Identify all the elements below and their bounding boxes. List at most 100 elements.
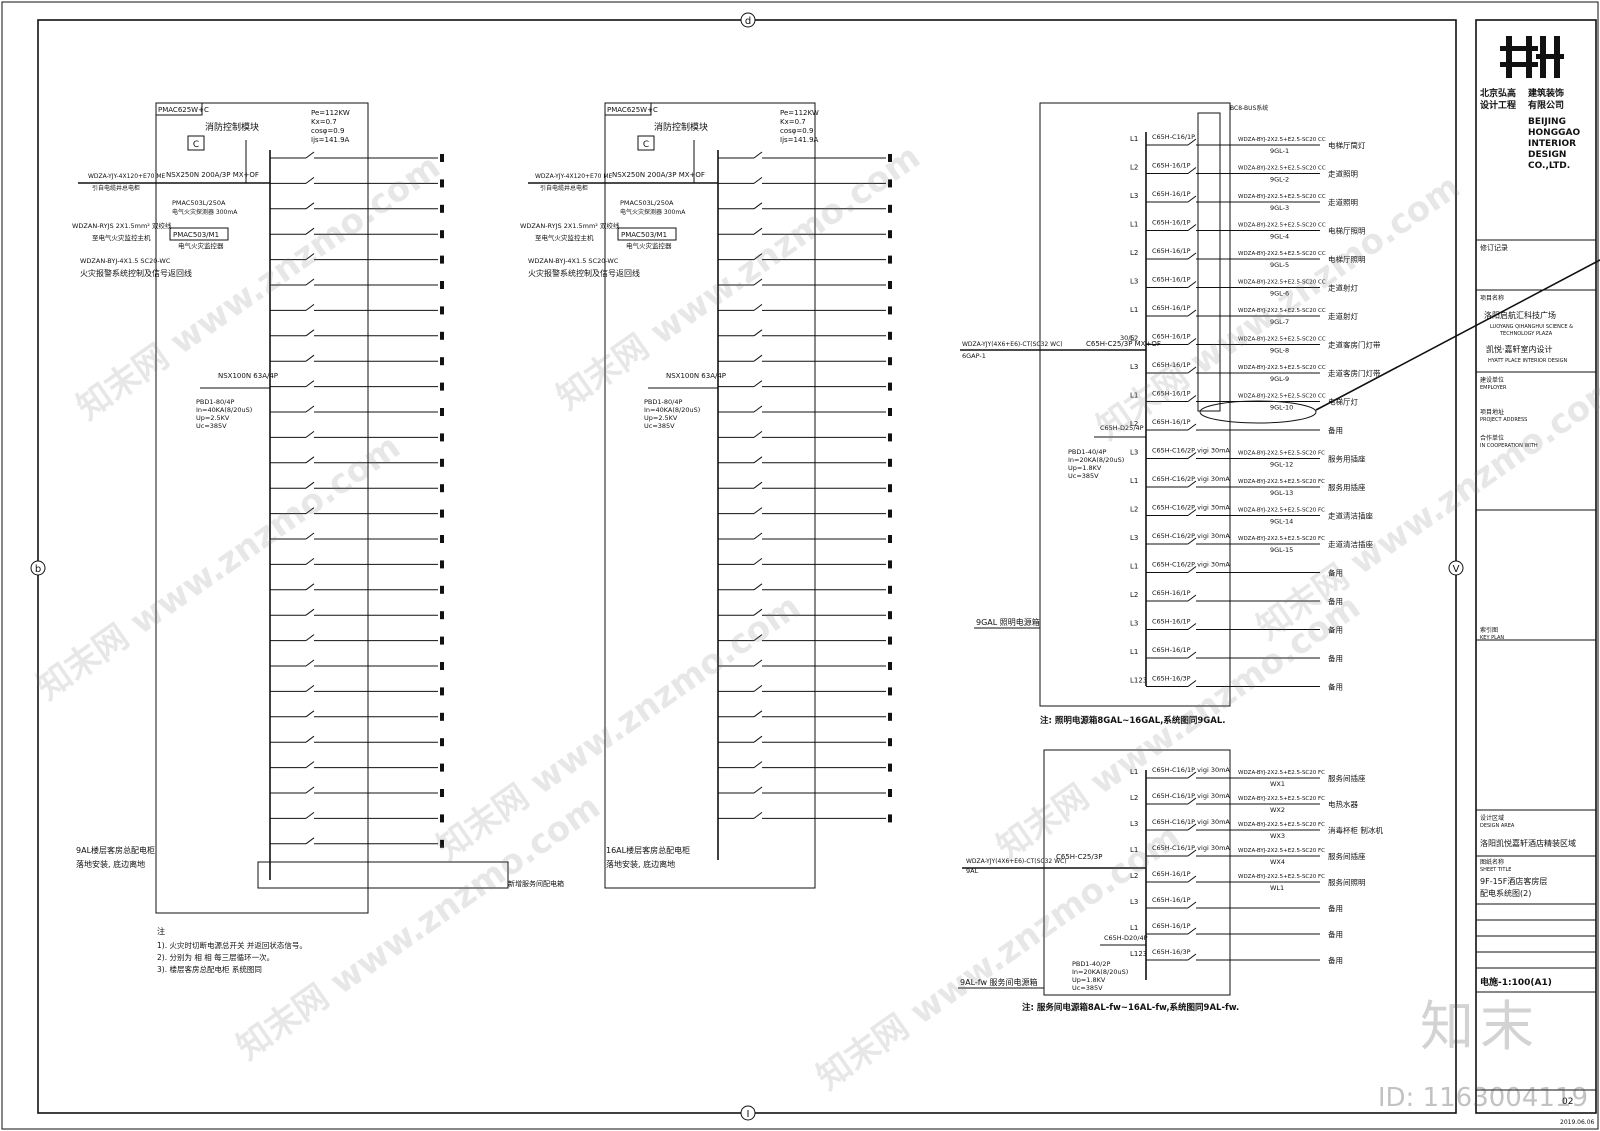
panel-feeder-row — [270, 329, 444, 340]
svg-text:WDZAN-BYJ-4X1.5 SC20-WC: WDZAN-BYJ-4X1.5 SC20-WC — [80, 257, 171, 265]
panel-feeder-row — [718, 812, 892, 823]
lighting-phase: L123 — [1130, 677, 1147, 685]
svg-text:Up=1.8KV: Up=1.8KV — [1068, 464, 1102, 472]
service-phase: L2 — [1130, 872, 1138, 880]
panel-feeder-row — [718, 608, 892, 620]
svg-text:设计区域: 设计区域 — [1480, 814, 1504, 822]
sheet-number: 电施-1:100(A1) — [1480, 976, 1552, 988]
lighting-circuit-id: 9GL-9 — [1270, 375, 1289, 383]
svg-text:PBD1-80/4P: PBD1-80/4P — [196, 398, 234, 406]
service-cable: WDZA-BYJ-2X2.5+E2.5-SC20 FC — [1238, 796, 1325, 802]
svg-text:C65H-C25/3P MX+OF: C65H-C25/3P MX+OF — [1086, 340, 1161, 348]
lighting-phase: L3 — [1130, 278, 1138, 286]
panel-9al-code: PMAC625W+C — [158, 106, 209, 114]
lighting-phase: L1 — [1130, 648, 1138, 656]
svg-text:BC8-BUS系统: BC8-BUS系统 — [1230, 104, 1268, 112]
lighting-breaker: C65H-16/1P — [1152, 418, 1191, 426]
panel-feeder-row — [270, 176, 444, 188]
service-cable: WDZA-BYJ-2X2.5+E2.5-SC20 FC — [1238, 822, 1325, 828]
lighting-phase: L1 — [1130, 306, 1138, 314]
svg-text:PBD1-80/4P: PBD1-80/4P — [644, 398, 682, 406]
company-logo — [1500, 36, 1564, 78]
svg-text:V: V — [1453, 564, 1460, 575]
panel-feeder-row — [718, 227, 892, 239]
svg-text:d: d — [745, 16, 751, 27]
svg-text:PMAC625W+C: PMAC625W+C — [607, 106, 658, 114]
svg-text:Kx=0.7: Kx=0.7 — [311, 118, 337, 126]
panel-feeder-row — [718, 558, 892, 569]
grid-marker-bottom: I — [740, 1105, 756, 1121]
svg-text:cosφ=0.9: cosφ=0.9 — [311, 127, 344, 135]
lighting-phase: L1 — [1130, 135, 1138, 143]
lighting-breaker: C65H-C16/2P vigi 30mA — [1152, 475, 1230, 483]
panel-9al-feeder-cable: WDZA-YJY-4X120+E70 ME — [88, 173, 166, 180]
svg-text:落地安装, 底边离地: 落地安装, 底边离地 — [76, 859, 145, 869]
lighting-phase: L1 — [1130, 563, 1138, 571]
svg-text:WDZA-YJY-4X120+E70 ME: WDZA-YJY-4X120+E70 ME — [535, 173, 613, 180]
lighting-cable: WDZA-BYJ-2X2.5+E2.5-SC20 FC — [1238, 451, 1325, 457]
lighting-breaker: C65H-16/1P — [1152, 247, 1191, 255]
panel-feeder-row — [718, 481, 892, 493]
svg-text:注: 注 — [157, 926, 165, 936]
panel-feeder-row — [718, 278, 892, 289]
lighting-phase: L1 — [1130, 221, 1138, 229]
svg-text:BEIJING: BEIJING — [1528, 117, 1566, 127]
lighting-cable: WDZA-BYJ-2X2.5+E2.5-SC20 CC — [1238, 223, 1326, 229]
lighting-breaker: C65H-C16/1P — [1152, 133, 1195, 141]
lighting-phase: L3 — [1130, 449, 1138, 457]
service-phase: L2 — [1130, 794, 1138, 802]
panel-feeder-row — [270, 761, 444, 772]
panel-feeder-row — [718, 659, 892, 670]
svg-text:凯悦·嘉轩室内设计: 凯悦·嘉轩室内设计 — [1486, 344, 1553, 354]
revision-cloud — [1199, 400, 1317, 424]
svg-text:Up=2.5KV: Up=2.5KV — [196, 414, 230, 422]
panel-feeder-row — [270, 253, 444, 264]
lighting-breaker: C65H-16/1P — [1152, 304, 1191, 312]
service-note: 注: 服务间电源箱8AL-fw~16AL-fw,系统图同9AL-fw. — [1022, 1002, 1239, 1013]
service-circuit-id: WX2 — [1270, 806, 1285, 814]
lighting-load: 电梯厅照明 — [1328, 254, 1366, 264]
svg-text:TECHNOLOGY PLAZA: TECHNOLOGY PLAZA — [1499, 331, 1553, 337]
lighting-load: 备用 — [1328, 625, 1343, 635]
lighting-load: 备用 — [1328, 682, 1343, 692]
service-circuit-id: WX3 — [1270, 832, 1285, 840]
svg-text:I: I — [747, 1109, 750, 1120]
svg-text:1). 火灾时切断电源总开关 并返回状态信号。: 1). 火灾时切断电源总开关 并返回状态信号。 — [157, 940, 307, 950]
lighting-cable: WDZA-BYJ-2X2.5+E2.5-SC20 CC — [1238, 337, 1326, 343]
service-breaker: C65H-16/1P — [1152, 896, 1191, 904]
panel-feeder-row — [270, 507, 444, 518]
lighting-breaker: C65H-16/1P — [1152, 276, 1191, 284]
service-breaker: C65H-C16/1P vigi 30mA — [1152, 818, 1230, 826]
lighting-circuit-id: 9GL-6 — [1270, 290, 1289, 298]
lighting-breaker: C65H-C16/2P vigi 30mA — [1152, 504, 1230, 512]
panel-feeder-row — [270, 812, 444, 823]
svg-text:HONGGAO: HONGGAO — [1528, 128, 1580, 138]
lighting-cable: WDZA-BYJ-2X2.5+E2.5-SC20 CC — [1238, 137, 1326, 143]
svg-text:C: C — [643, 140, 649, 150]
panel-feeder-row — [718, 354, 892, 366]
sheet-title: 9F-15F酒店客房层 — [1480, 876, 1547, 886]
panel-feeder-row — [270, 151, 444, 162]
lighting-phase: L1 — [1130, 477, 1138, 485]
panel-feeder-row — [270, 303, 444, 315]
lighting-load: 走道客房门灯带 — [1328, 368, 1381, 378]
panel-feeder-row — [270, 583, 444, 594]
panel-feeder-row — [718, 685, 892, 696]
panel-feeder-row — [718, 710, 892, 721]
svg-text:火灾报警系统控制及信号返回线: 火灾报警系统控制及信号返回线 — [80, 268, 192, 278]
service-circuit-id: WX1 — [1270, 780, 1285, 788]
panel-feeder-row — [718, 583, 892, 594]
lighting-phase: L2 — [1130, 249, 1138, 257]
service-box-label: 9AL-fw 服务间电源箱 — [960, 977, 1038, 987]
svg-text:In=40KA(8/20uS): In=40KA(8/20uS) — [644, 406, 700, 414]
